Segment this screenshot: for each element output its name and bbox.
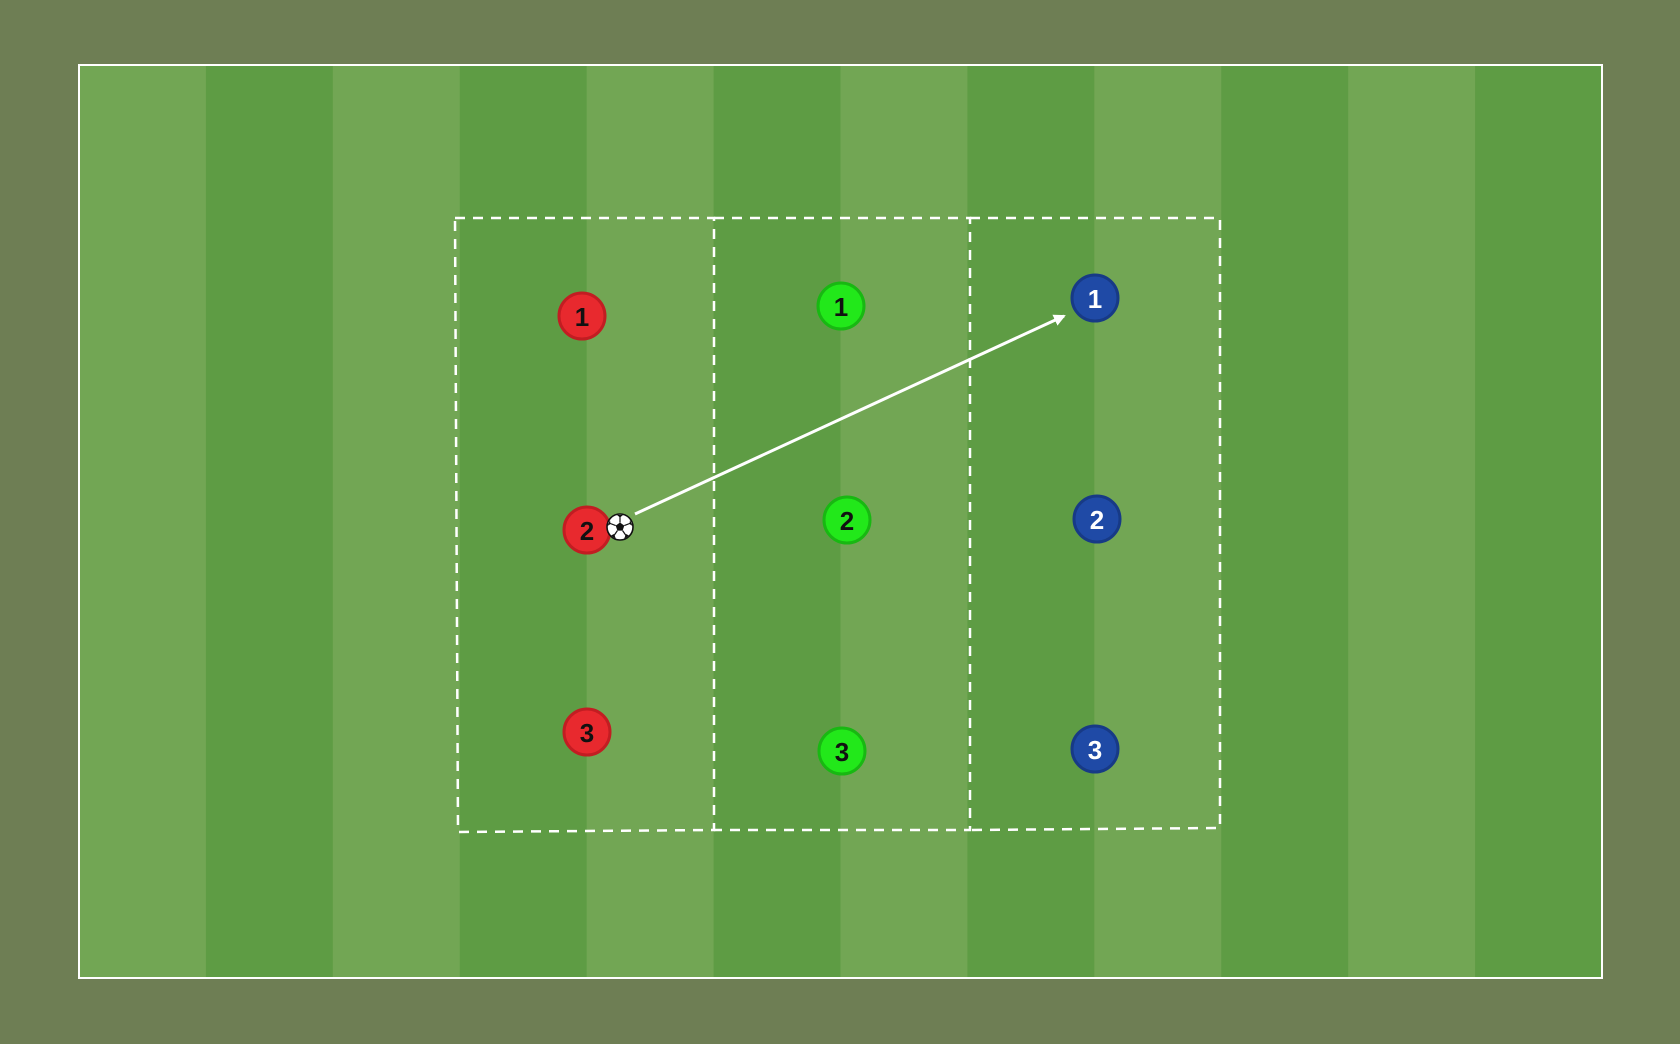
pitch-stripe <box>332 65 461 978</box>
player-marker <box>1070 724 1120 774</box>
player-number: 1 <box>1088 284 1102 314</box>
player-number: 3 <box>1088 735 1102 765</box>
zone-2-outline <box>714 216 972 832</box>
player-marker <box>557 291 607 341</box>
player-number: 1 <box>834 292 848 322</box>
player-marker <box>822 495 872 545</box>
player-marker <box>817 726 867 776</box>
player-number: 2 <box>580 516 594 546</box>
player-number: 3 <box>580 718 594 748</box>
player-red-1: 1 <box>557 291 607 341</box>
player-blue-3: 3 <box>1070 724 1120 774</box>
player-marker <box>816 281 866 331</box>
player-number: 3 <box>835 737 849 767</box>
soccer-ball-icon <box>606 513 634 541</box>
player-blue-1: 1 <box>1070 273 1120 323</box>
pitch-stripe <box>1348 65 1476 978</box>
players-layer: 1 2 3 1 2 3 1 2 3 <box>557 273 1122 776</box>
player-marker <box>562 707 612 757</box>
player-red-3: 3 <box>562 707 612 757</box>
pitch-stripe <box>1221 65 1349 978</box>
player-red-2: 2 <box>562 505 612 555</box>
player-green-3: 3 <box>817 726 867 776</box>
pitch-stripe <box>713 65 841 978</box>
player-green-1: 1 <box>816 281 866 331</box>
pitch-stripes <box>79 65 1603 978</box>
pitch-stripe <box>205 65 334 978</box>
player-green-2: 2 <box>822 495 872 545</box>
zone-grid <box>453 216 1222 834</box>
player-marker <box>1070 273 1120 323</box>
pitch-boundary <box>78 64 1603 979</box>
player-blue-2: 2 <box>1072 494 1122 544</box>
pitch-stripe <box>1475 65 1603 978</box>
pitch-stripe <box>79 65 207 978</box>
pass-arrow <box>634 314 1066 516</box>
player-number: 1 <box>575 302 589 332</box>
player-number: 2 <box>840 506 854 536</box>
player-number: 2 <box>1090 505 1104 535</box>
player-marker <box>1072 494 1122 544</box>
